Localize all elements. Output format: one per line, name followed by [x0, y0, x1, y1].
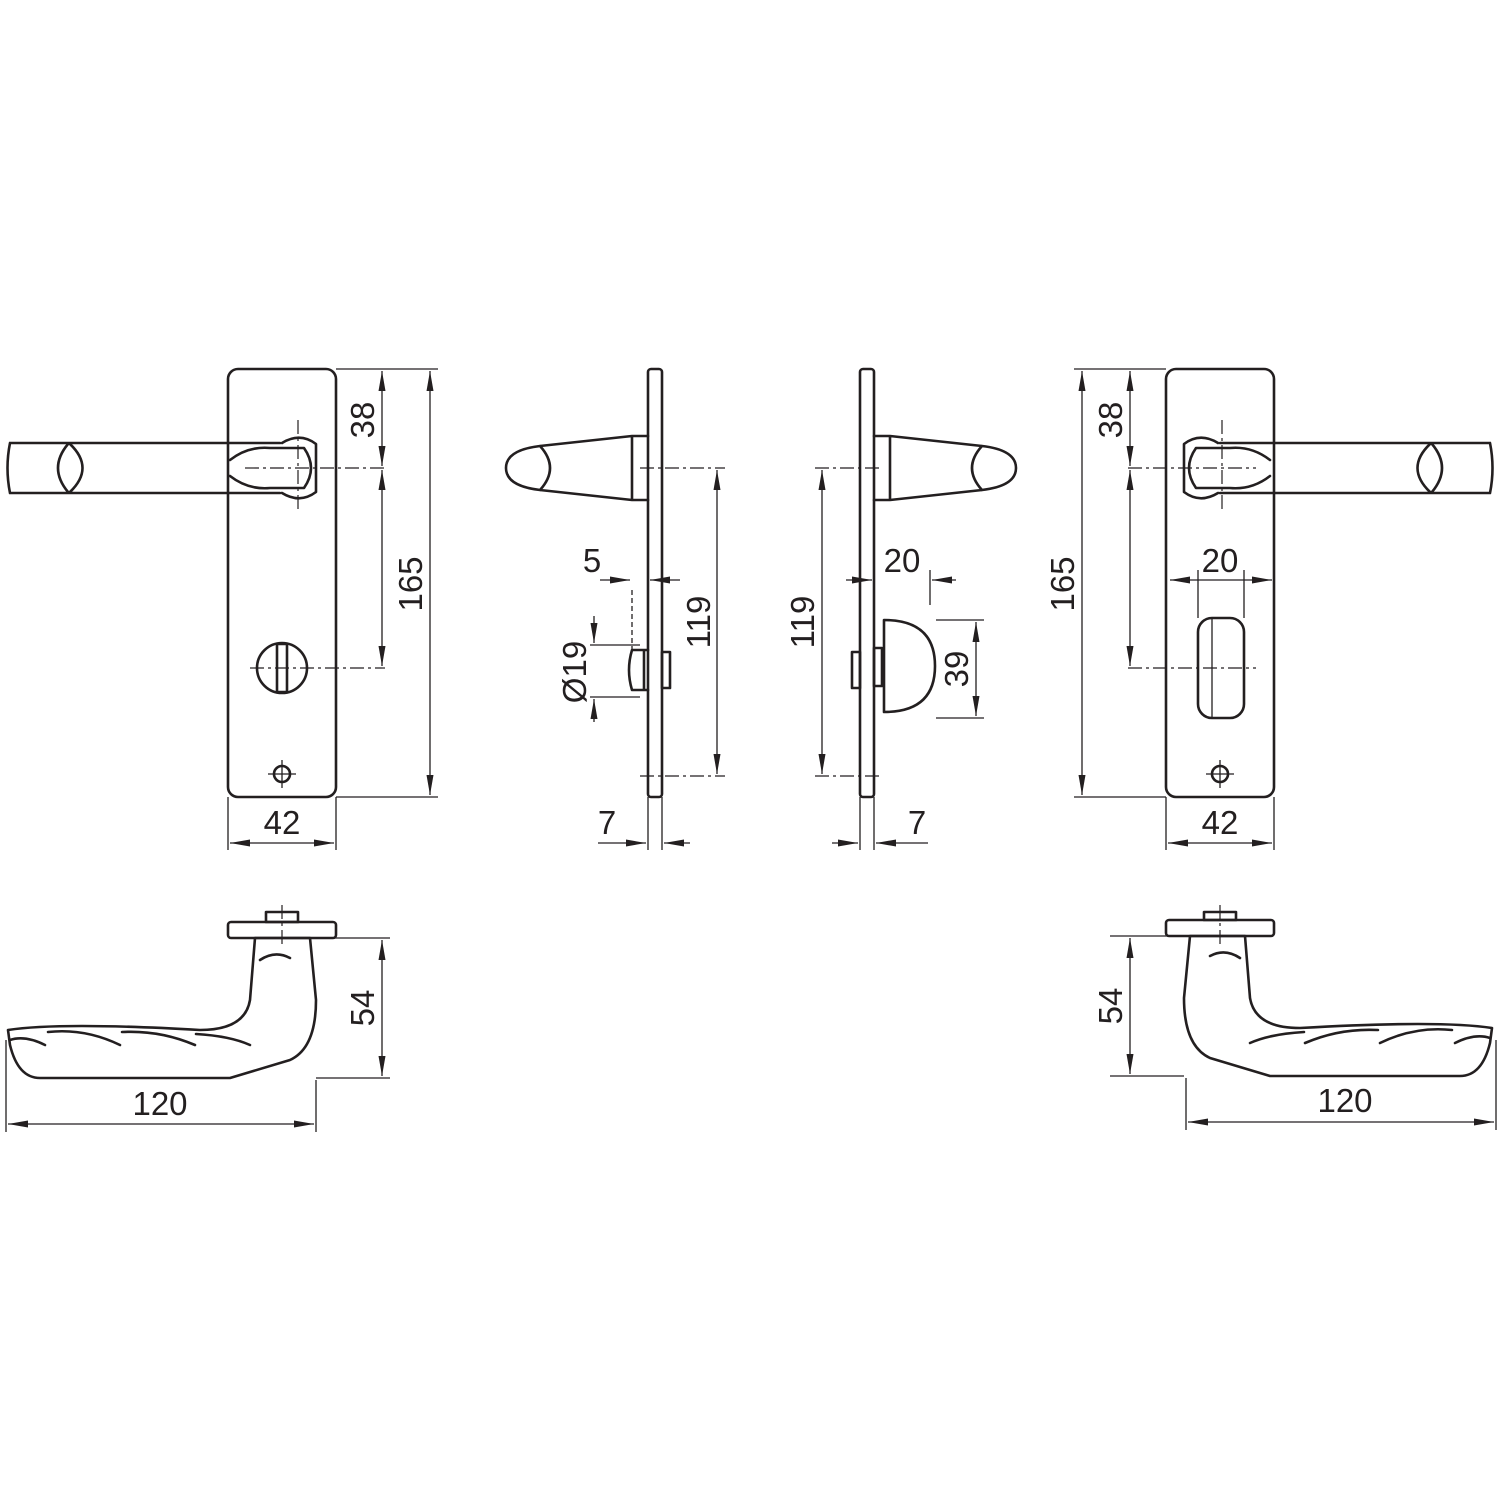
- backplate-right: [1164, 367, 1276, 799]
- dim-distance-left: 119: [680, 596, 717, 649]
- side-lever-left: [504, 434, 650, 502]
- dim-turn-height-side: 39: [938, 651, 975, 688]
- dim-projection-left: 54: [344, 990, 381, 1027]
- dim-thickness-right: 7: [908, 804, 926, 841]
- dim-height-right: 165: [1044, 556, 1081, 611]
- dim-diameter-left: Ø19: [556, 641, 593, 703]
- side-plate-left: [646, 367, 664, 799]
- dim-width-right: 42: [1202, 804, 1239, 841]
- lever-top-view-right: 54 120: [1092, 905, 1497, 1130]
- lever-handle-top-left: [6, 936, 318, 1080]
- dim-turn-width-front: 20: [1202, 542, 1239, 579]
- dim-distance-right: 119: [784, 596, 821, 649]
- dim-width-left: 42: [264, 804, 301, 841]
- dim-top-axis-right: 38: [1092, 402, 1129, 439]
- lever-arm-left: [6, 441, 282, 495]
- dim-top-axis-left: 38: [344, 402, 381, 439]
- side-plate-right: [858, 367, 876, 799]
- dim-thickness-left: 7: [598, 804, 616, 841]
- dim-height-left: 165: [392, 556, 429, 611]
- side-turn-left: [627, 648, 650, 692]
- side-view-left: 119 5 Ø19 7: [504, 367, 725, 850]
- side-lever-right: [872, 434, 1018, 502]
- dim-projection-right: 54: [1092, 988, 1129, 1025]
- backplate-left: [226, 367, 338, 799]
- dim-length-left: 120: [132, 1085, 187, 1122]
- lever-top-view-left: 54 120: [5, 905, 390, 1132]
- front-view-left: 165 38 42: [6, 367, 438, 850]
- front-view-right: 165 38 20 42: [1044, 367, 1494, 850]
- side-turn-right: [882, 618, 937, 714]
- dim-offset-left: 5: [583, 542, 601, 579]
- dim-length-right: 120: [1317, 1082, 1372, 1119]
- side-view-right: 119 20 39 7: [784, 367, 1018, 850]
- lever-handle-top-right: [1182, 934, 1494, 1078]
- dim-turn-width-side: 20: [884, 542, 921, 579]
- lever-arm-right: [1218, 441, 1494, 495]
